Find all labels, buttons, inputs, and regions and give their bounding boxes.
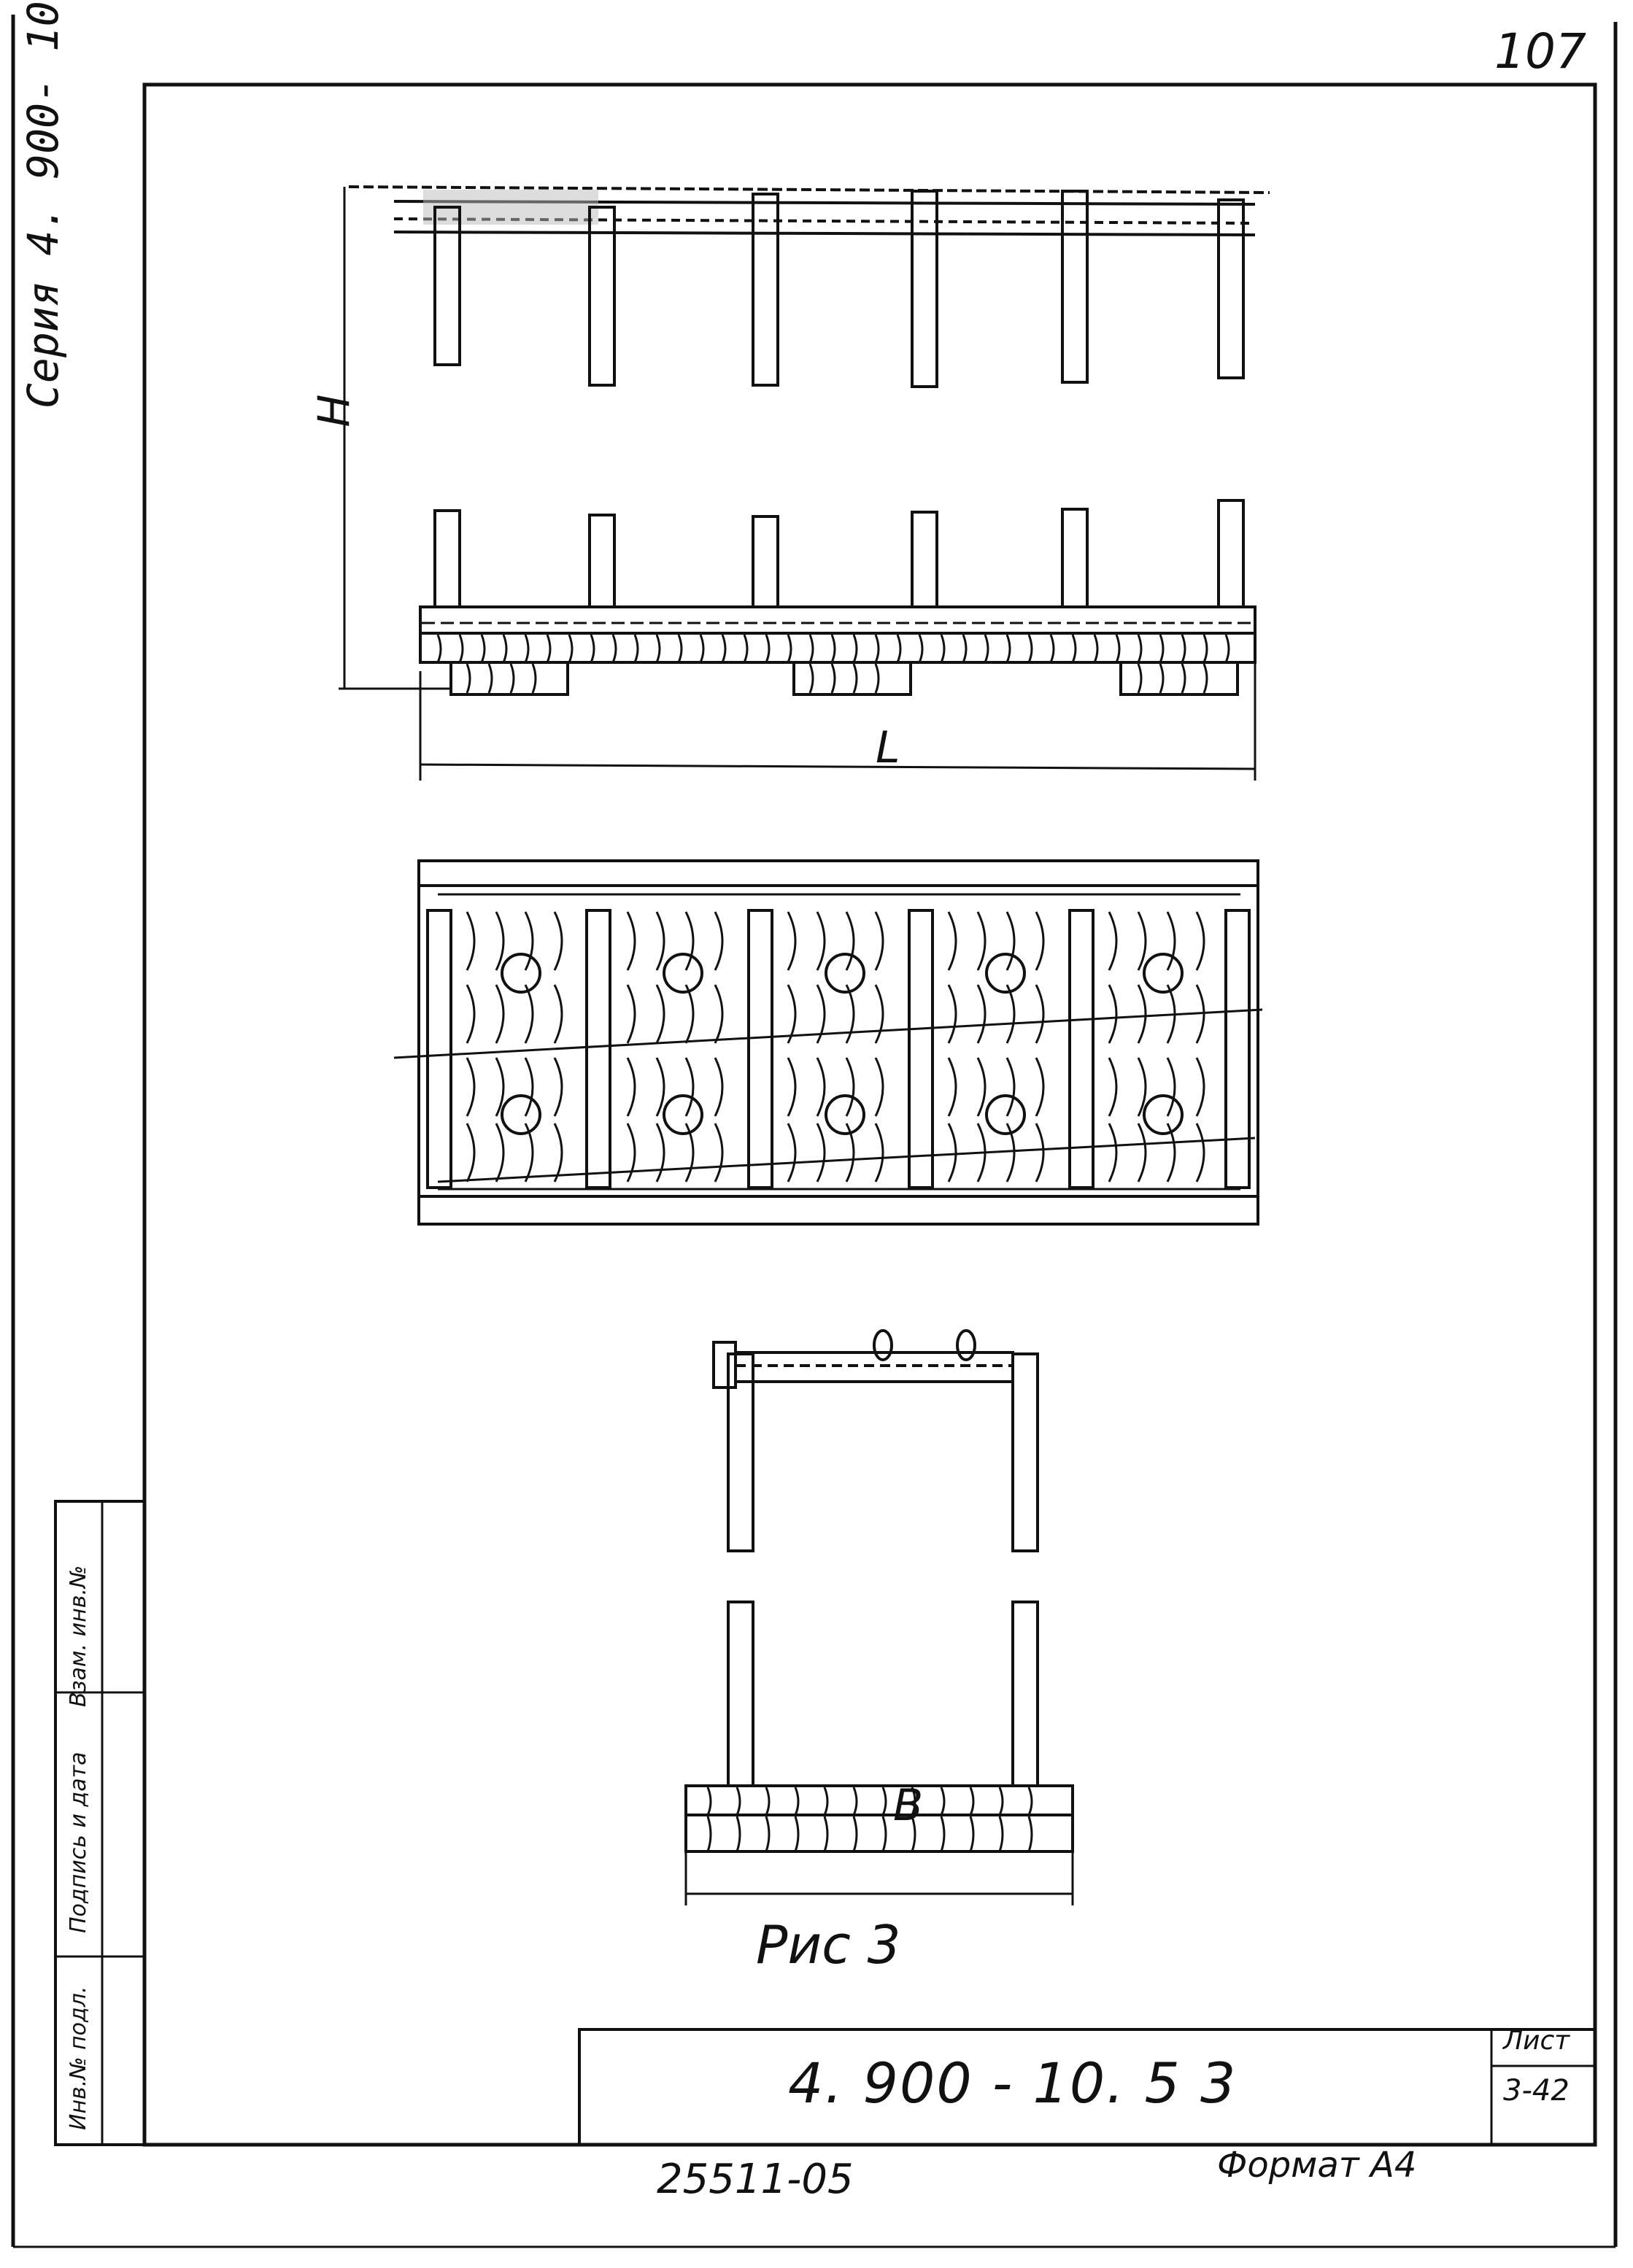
sheet-number: 3-42 — [1503, 2074, 1570, 2108]
dimension-width: B — [893, 1780, 924, 1831]
lower-posts — [433, 499, 1245, 608]
front-view — [339, 185, 1270, 781]
side-view — [684, 1329, 1074, 1905]
sheet-frame — [11, 15, 1618, 2248]
sheet-label: Лист — [1503, 2026, 1570, 2056]
stamp-replacement-inventory: Взам. инв.№ — [66, 1565, 91, 1707]
upper-posts — [433, 190, 1245, 388]
format-label: Формат А4 — [1217, 2145, 1417, 2186]
inventory-number: 25511-05 — [657, 2156, 854, 2203]
dimension-height: H — [309, 394, 360, 427]
stamp-inventory-original: Инв.№ подл. — [66, 1986, 91, 2130]
drawing-code: 4. 900 - 10. 5 3 — [788, 2051, 1238, 2116]
dimension-length: L — [876, 722, 900, 773]
stamp-signature-date: Подпись и дата — [66, 1752, 91, 1934]
figure-caption: Рис 3 — [756, 1914, 901, 1975]
series-label: Серия 4. 900- 10 В. 5 — [18, 0, 68, 409]
plan-view — [393, 859, 1263, 1226]
page-number: 107 — [1494, 23, 1586, 80]
